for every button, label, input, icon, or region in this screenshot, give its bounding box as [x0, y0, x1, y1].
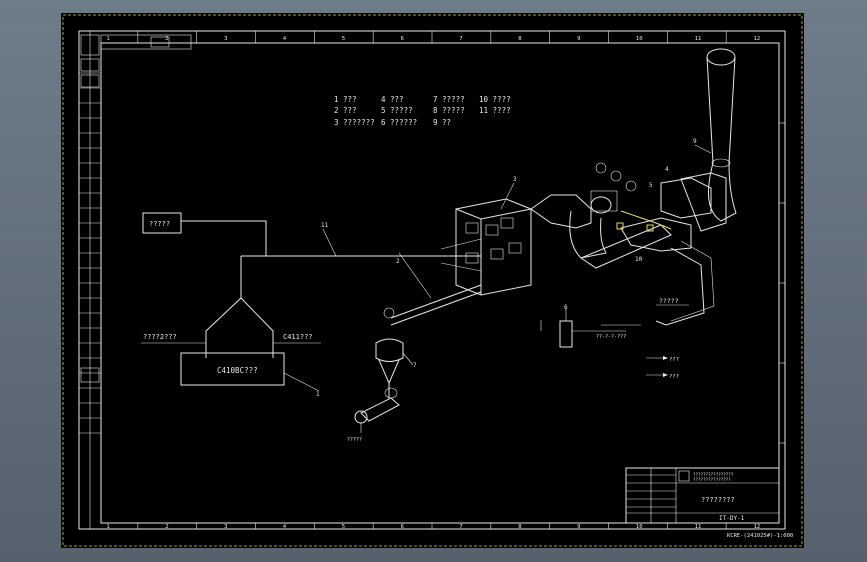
svg-text:2: 2	[396, 258, 400, 265]
ruler-label: 3	[224, 36, 227, 42]
ruler-label: 8	[518, 524, 521, 530]
machine-box-label: C410BC???	[217, 366, 258, 375]
ruler-label: 2	[165, 36, 168, 42]
arrow-label-2: ???	[669, 374, 679, 380]
left-margin-strip	[79, 31, 101, 529]
svg-text:5: 5	[649, 182, 653, 189]
company-line-1: ????????????????	[693, 472, 734, 477]
svg-text:10: 10	[635, 256, 643, 263]
source-box	[142, 212, 182, 234]
annotation-right: ?????	[659, 297, 679, 305]
piping-schematic-left: ????? C410BC??? ????2??? C411??? 1 11	[141, 212, 441, 398]
svg-text:4: 4	[665, 166, 669, 173]
machine-box	[180, 352, 285, 386]
ruler-label: 3	[224, 524, 227, 530]
svg-text:3: 3	[513, 176, 517, 183]
ruler-label: 12	[754, 524, 761, 530]
legend-item-4: 4 ???	[381, 95, 404, 104]
title-block: ???????????????? ??????????????? ???????…	[625, 467, 780, 524]
coordinate-readout: KCRE-(241025#)-1:000	[727, 533, 793, 539]
bottom-small-label: ?????	[347, 437, 362, 443]
chimney-top	[706, 48, 736, 66]
ruler-label: 9	[577, 524, 580, 530]
legend-item-10: 10 ????	[479, 95, 511, 104]
ruler-label: 8	[518, 36, 521, 42]
parts-legend: 1 ??? 4 ??? 7 ????? 10 ???? 2 ??? 5 ????…	[334, 95, 511, 127]
vessel	[559, 320, 573, 348]
svg-text:11: 11	[321, 222, 329, 229]
inner-frame	[78, 30, 786, 530]
svg-text:1: 1	[316, 391, 320, 398]
svg-text:7: 7	[413, 362, 417, 369]
ruler-label: 7	[459, 524, 462, 530]
ruler-label: 11	[695, 36, 702, 42]
annotation-mid: ??-?-?-???	[596, 334, 626, 340]
ruler-label: 5	[342, 36, 345, 42]
legend-item-7: 7 ?????	[433, 95, 465, 104]
ruler-label: 1	[106, 36, 109, 42]
ruler-label: 9	[577, 36, 580, 42]
legend-item-2: 2 ???	[334, 106, 357, 115]
ruler-label: 11	[695, 524, 702, 530]
ruler-label: 10	[636, 36, 643, 42]
right-row-ticks	[779, 122, 785, 444]
svg-text:9: 9	[693, 138, 697, 145]
legend-item-6: 6 ??????	[381, 118, 417, 127]
legend-item-9: 9 ??	[433, 118, 451, 127]
right-port-label: C411???	[283, 333, 313, 341]
ruler-label: 4	[283, 524, 287, 530]
arrow-label-1: ???	[669, 357, 679, 363]
ruler-label: 2	[165, 524, 168, 530]
source-box-label: ?????	[149, 220, 170, 228]
top-left-box	[100, 34, 192, 50]
drawing-number: IT-DY-1	[719, 515, 745, 522]
ruler-label: 7	[459, 36, 462, 42]
ruler-label: 5	[342, 524, 345, 530]
legend-item-8: 8 ?????	[433, 106, 465, 115]
legend-item-3: 3 ???????	[334, 118, 375, 127]
top-left-tag	[150, 36, 170, 48]
ruler-label: 10	[636, 524, 643, 530]
drawing-border	[100, 42, 780, 524]
company-line-2: ???????????????	[693, 477, 731, 482]
ruler-label: 12	[754, 36, 761, 42]
legend-item-5: 5 ?????	[381, 106, 413, 115]
legend-item-11: 11 ????	[479, 106, 511, 115]
legend-item-1: 1 ???	[334, 95, 357, 104]
ruler-label: 1	[106, 524, 109, 530]
equipment-assembly: ????? 6 ??-?-?-??? ??? ???	[347, 48, 737, 443]
left-port-label: ????2???	[143, 333, 177, 341]
drawing-title: ????????	[701, 496, 735, 504]
ruler-label: 6	[401, 36, 404, 42]
svg-text:6: 6	[564, 304, 568, 311]
ruler-label: 6	[401, 524, 404, 530]
ruler-label: 4	[283, 36, 287, 42]
